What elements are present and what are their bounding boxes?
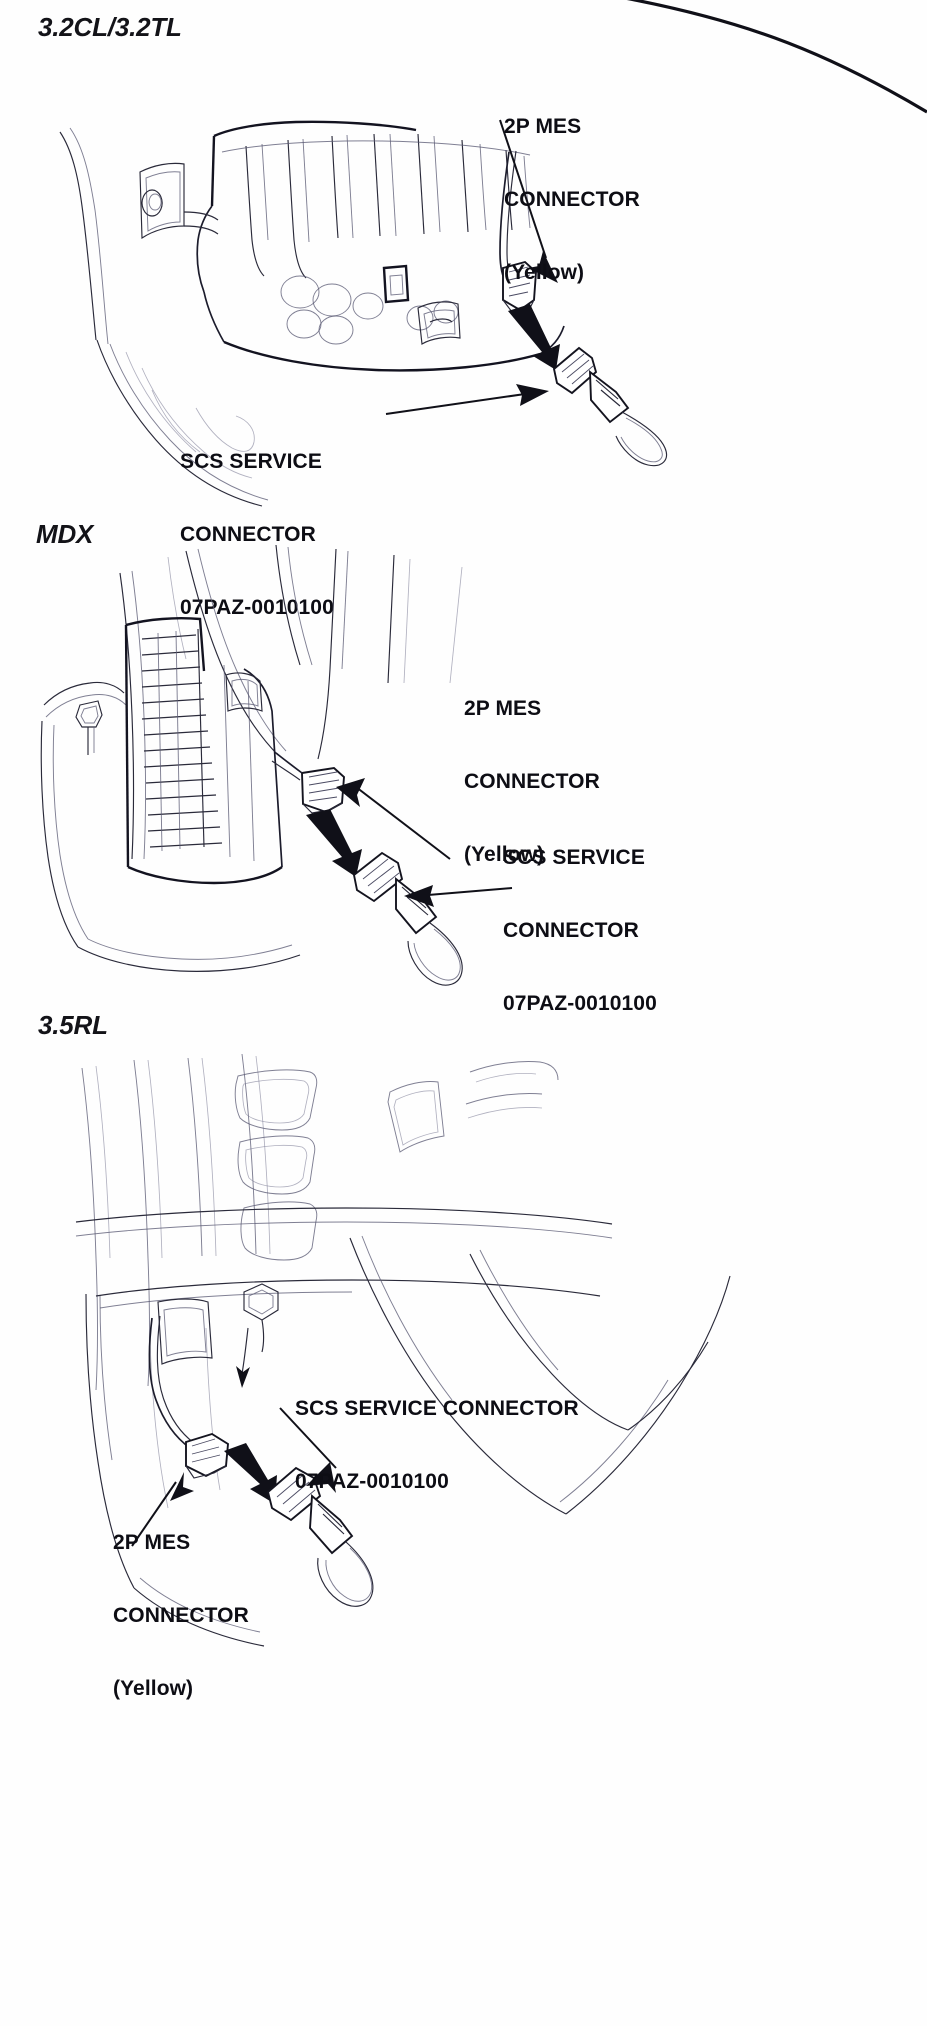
callout-2p-mes-connector-3-5rl: 2P MES CONNECTOR (Yellow) bbox=[113, 1482, 249, 1750]
callout-2p-mes-connector-mdx: 2P MES CONNECTOR (Yellow) bbox=[464, 648, 600, 916]
callout-scs-service-connector-mdx: SCS SERVICE CONNECTOR 07PAZ-0010100 bbox=[503, 797, 657, 1065]
callout-line: 2P MES bbox=[464, 696, 542, 720]
callout-line: 07PAZ-0010100 bbox=[503, 991, 657, 1015]
callout-line: 07PAZ-0010100 bbox=[180, 595, 334, 619]
callout-line: CONNECTOR bbox=[464, 769, 600, 793]
callout-scs-service-connector-3-2cl: SCS SERVICE CONNECTOR 07PAZ-0010100 bbox=[180, 401, 334, 669]
callout-line: 2P MES bbox=[504, 114, 582, 138]
callout-2p-mes-connector-3-2cl: 2P MES CONNECTOR (Yellow) bbox=[504, 66, 640, 334]
illustration-3-2cl-3-2tl bbox=[59, 0, 927, 507]
section-heading-mdx: MDX bbox=[36, 519, 94, 549]
callout-line: (Yellow) bbox=[464, 842, 545, 866]
callout-line: SCS SERVICE CONNECTOR bbox=[295, 1396, 579, 1420]
callout-line: (Yellow) bbox=[113, 1676, 194, 1700]
section-heading-3-5rl: 3.5RL bbox=[38, 1010, 108, 1040]
callout-line: CONNECTOR bbox=[503, 918, 639, 942]
callout-line: (Yellow) bbox=[504, 260, 585, 284]
callout-line: 2P MES bbox=[113, 1530, 191, 1554]
callout-line: 07PAZ-0010100 bbox=[295, 1469, 449, 1493]
section-heading-3-2cl-3-2tl: 3.2CL/3.2TL bbox=[38, 12, 182, 42]
callout-line: CONNECTOR bbox=[113, 1603, 249, 1627]
callout-line: SCS SERVICE bbox=[180, 449, 322, 473]
callout-scs-service-connector-3-5rl: SCS SERVICE CONNECTOR 07PAZ-0010100 bbox=[295, 1348, 579, 1543]
callout-line: CONNECTOR bbox=[504, 187, 640, 211]
callout-line: CONNECTOR bbox=[180, 522, 316, 546]
callout-line: SCS SERVICE bbox=[503, 845, 645, 869]
